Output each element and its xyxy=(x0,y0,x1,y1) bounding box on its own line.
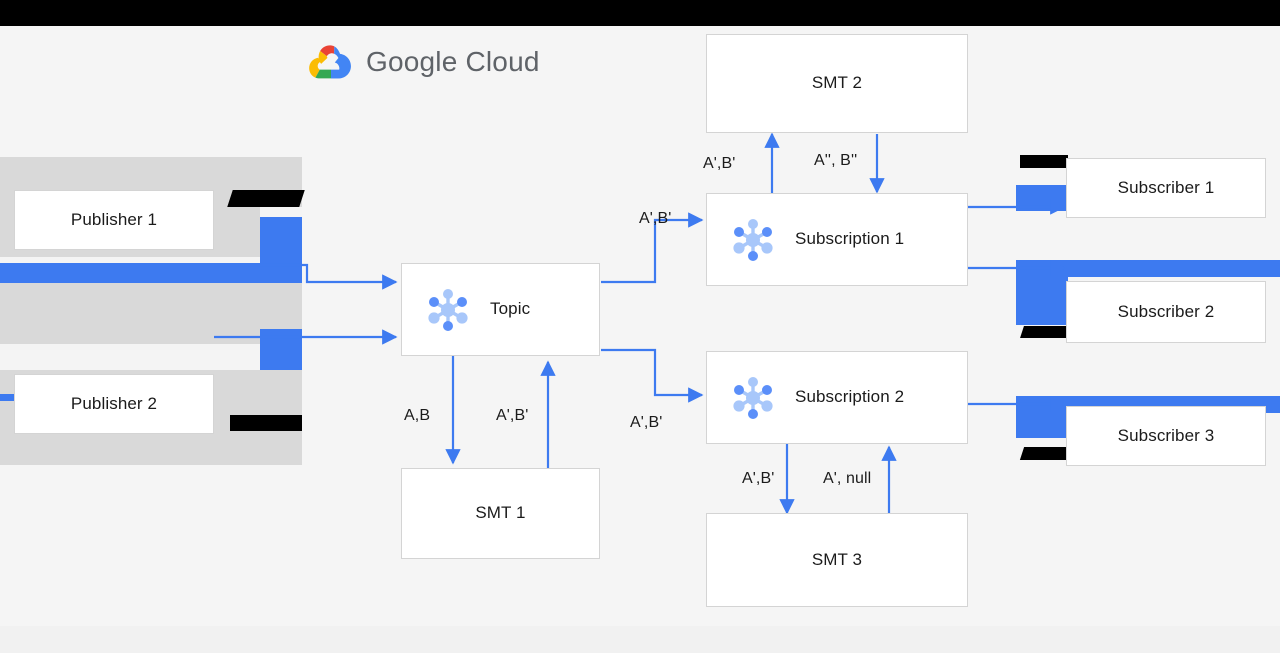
edge-label-topic-to-sub2: A',B' xyxy=(630,414,663,431)
node-subscriber-2[interactable]: Subscriber 2 xyxy=(1066,281,1266,343)
glitch-light-left-b xyxy=(0,257,260,268)
redaction-bar-right-mid xyxy=(1020,326,1072,338)
node-publisher-1[interactable]: Publisher 1 xyxy=(14,190,214,250)
node-label-publisher-2: Publisher 2 xyxy=(70,393,158,413)
node-label-smt-1: SMT 1 xyxy=(475,503,526,523)
node-smt-2[interactable]: SMT 2 xyxy=(706,34,968,133)
node-smt-1[interactable]: SMT 1 xyxy=(401,468,600,559)
node-label-smt-2: SMT 2 xyxy=(811,73,863,93)
node-subscriber-3[interactable]: Subscriber 3 xyxy=(1066,406,1266,466)
pubsub-icon xyxy=(733,218,773,261)
redaction-bar-left-bottom xyxy=(230,415,302,431)
node-label-subscriber-1: Subscriber 1 xyxy=(1117,177,1215,197)
redaction-bar-right-bottom xyxy=(1019,447,1073,460)
glitch-band-left-a xyxy=(0,263,302,283)
node-publisher-2[interactable]: Publisher 2 xyxy=(14,374,214,434)
node-smt-3[interactable]: SMT 3 xyxy=(706,513,968,607)
google-cloud-wordmark: Google Cloud xyxy=(366,46,540,77)
redaction-bar-right-top xyxy=(1020,155,1068,168)
google-cloud-logo-icon xyxy=(309,45,351,79)
node-label-subscription-1: Subscription 1 xyxy=(795,229,905,249)
top-black-bar xyxy=(0,0,1280,26)
redaction-bar-left-top xyxy=(227,190,305,207)
node-label-publisher-1: Publisher 1 xyxy=(70,209,158,229)
glitch-block-right-c xyxy=(1016,398,1068,438)
node-label-subscriber-2: Subscriber 2 xyxy=(1117,301,1215,321)
glitch-block-right-b xyxy=(1016,262,1068,325)
node-label-subscription-2: Subscription 2 xyxy=(795,387,905,407)
edge-label-smt1-to-topic: A',B' xyxy=(496,407,529,424)
edge-label-smt3-to-sub2: A', null xyxy=(823,470,872,487)
node-label-smt-3: SMT 3 xyxy=(811,549,863,569)
node-subscription-2[interactable]: Subscription 2 xyxy=(706,351,968,444)
glitch-band-right-a xyxy=(1016,260,1280,277)
edge-label-topic-to-smt1: A,B xyxy=(404,407,431,424)
node-topic[interactable]: Topic xyxy=(401,263,600,356)
pubsub-icon xyxy=(428,288,468,331)
edge-label-sub1-to-smt2: A',B' xyxy=(703,155,736,172)
edge-label-smt2-to-sub1: A'', B'' xyxy=(814,152,858,169)
glitch-block-right-a xyxy=(1016,185,1068,211)
edge-label-sub2-to-smt3: A',B' xyxy=(742,470,775,487)
node-subscription-1[interactable]: Subscription 1 xyxy=(706,193,968,286)
edge-label-topic-to-sub1: A',B' xyxy=(639,210,672,227)
glitch-panel-left-mid2 xyxy=(0,283,302,344)
node-label-subscriber-3: Subscriber 3 xyxy=(1117,425,1215,445)
google-cloud-logo: Google Cloud xyxy=(308,41,540,83)
node-subscriber-1[interactable]: Subscriber 1 xyxy=(1066,158,1266,218)
node-label-topic: Topic xyxy=(490,299,531,319)
bottom-bar xyxy=(0,626,1280,653)
pubsub-icon xyxy=(733,376,773,419)
